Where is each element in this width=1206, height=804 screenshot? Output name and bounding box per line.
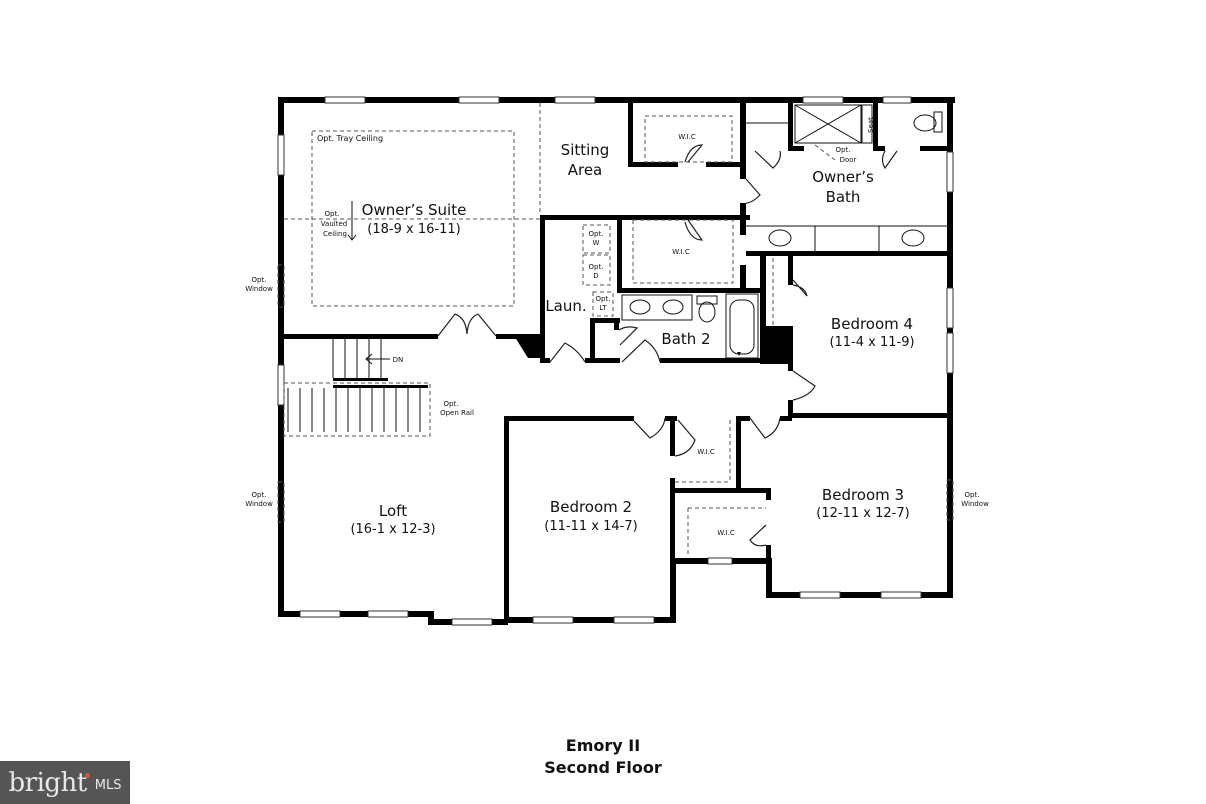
sitting-area-line2: Area <box>568 161 603 179</box>
bedroom4-name: Bedroom 4 <box>831 315 913 333</box>
opt-d-label-2: D <box>593 272 598 280</box>
opt-window-loft-2: Window <box>245 500 273 508</box>
vaulted-label-2: Vaulted <box>321 220 347 228</box>
loft-name: Loft <box>379 502 407 520</box>
plan-title-block: Emory II Second Floor <box>0 735 1206 779</box>
plan-subtitle: Second Floor <box>544 758 662 777</box>
open-rail-label-1: Opt. <box>444 400 459 408</box>
vaulted-label-1: Opt. <box>325 210 340 218</box>
bath2-name: Bath 2 <box>661 330 710 348</box>
owners-bath-line2: Bath <box>826 188 861 206</box>
opt-window-loft-1: Opt. <box>252 491 267 499</box>
bedroom3-dims: (12-11 x 12-7) <box>816 506 909 521</box>
wic-label-1: W.I.C <box>678 133 696 141</box>
vaulted-label-3: Ceiling <box>323 230 347 238</box>
owners-bath-line1: Owner’s <box>812 168 874 186</box>
room-labels: Opt. Tray Ceiling Opt. Vaulted Ceiling O… <box>245 117 989 537</box>
opt-door-label-2: Door <box>840 156 857 164</box>
opt-door-label-1: Opt. <box>836 146 851 154</box>
wic-label-3: W.I.C <box>697 448 715 456</box>
bedroom4-dims: (11-4 x 11-9) <box>829 335 914 350</box>
plan-details <box>283 103 947 556</box>
opt-window-left-1: Opt. <box>252 276 267 284</box>
seat-label: Seat <box>867 117 875 133</box>
loft-dims: (16-1 x 12-3) <box>350 522 435 537</box>
bedroom3-name: Bedroom 3 <box>822 486 904 504</box>
opt-w-label-1: Opt. <box>589 230 604 238</box>
wic-label-2: W.I.C <box>672 248 690 256</box>
bright-mls-logo: bright MLS <box>0 761 130 804</box>
opt-window-right-2: Window <box>961 500 989 508</box>
opt-d-label-1: Opt. <box>589 263 604 271</box>
opt-lt-label-2: LT <box>599 304 607 312</box>
opt-window-right-1: Opt. <box>965 491 980 499</box>
brand-word: bright <box>8 767 88 798</box>
brand-mls: MLS <box>94 778 122 793</box>
brand-accent-dot-icon <box>84 773 90 778</box>
bedroom2-name: Bedroom 2 <box>550 498 632 516</box>
dn-label: DN <box>393 356 404 364</box>
opt-window-left-2: Window <box>245 285 273 293</box>
tray-ceiling-label: Opt. Tray Ceiling <box>317 134 383 143</box>
sitting-area-line1: Sitting <box>561 141 610 159</box>
owners-suite-dims: (18-9 x 16-11) <box>367 222 460 237</box>
opt-lt-label-1: Opt. <box>596 295 611 303</box>
doors <box>437 144 898 547</box>
plan-title: Emory II <box>565 736 641 755</box>
laundry-name: Laun. <box>545 297 586 315</box>
opt-w-label-2: W <box>593 239 600 247</box>
owners-suite-name: Owner’s Suite <box>362 201 467 219</box>
windows <box>277 96 954 626</box>
open-rail-label-2: Open Rail <box>440 409 474 417</box>
bedroom2-dims: (11-11 x 14-7) <box>544 519 637 534</box>
interior-walls <box>284 103 951 623</box>
wic-label-4: W.I.C <box>717 529 735 537</box>
